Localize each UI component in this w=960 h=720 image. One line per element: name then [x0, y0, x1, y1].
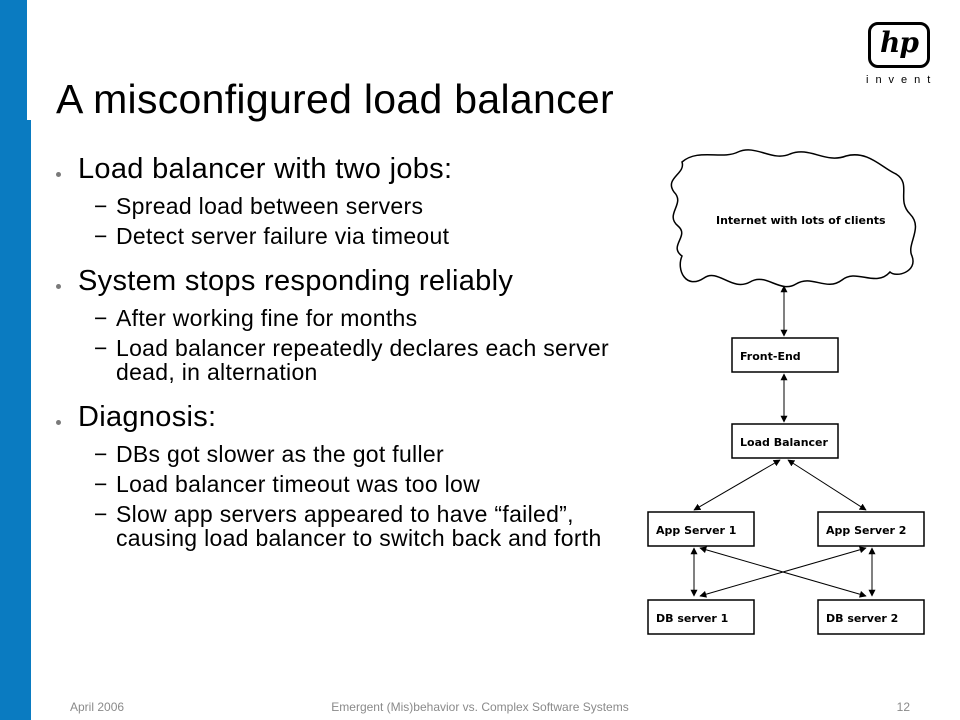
sub-bullet-text: After working fine for months	[116, 305, 418, 331]
front-end-label: Front-End	[740, 350, 801, 363]
sub-bullet: − DBs got slower as the got fuller	[78, 442, 640, 466]
dash-icon: −	[94, 305, 108, 331]
db-server-1-box	[647, 599, 755, 635]
page-number: 12	[896, 700, 910, 714]
app-server-2-box	[817, 511, 925, 547]
sub-bullet: − Spread load between servers	[78, 194, 640, 218]
cloud-label: Internet with lots of clients	[716, 214, 886, 227]
bullet-dot-icon	[56, 420, 61, 425]
bullet-text: System stops responding reliably	[78, 265, 514, 297]
bullet-dot-icon	[56, 172, 61, 177]
bullet-text: Load balancer with two jobs:	[78, 153, 453, 185]
footer-date: April 2006	[70, 700, 125, 714]
sub-bullet-text: Detect server failure via timeout	[116, 223, 450, 249]
app-server-1-label: App Server 1	[656, 524, 736, 537]
hp-logo-frame	[868, 22, 930, 68]
sub-bullet: − Load balancer repeatedly declares each…	[78, 336, 616, 384]
sub-bullet: − After working fine for months	[78, 306, 640, 330]
left-accent-notch	[27, 120, 31, 720]
front-end-box	[731, 337, 839, 373]
sub-bullet-text: Load balancer repeatedly declares each s…	[116, 335, 609, 385]
left-accent-bar	[0, 0, 27, 720]
bullet-text: Diagnosis:	[78, 401, 217, 433]
footer-title: Emergent (Mis)behavior vs. Complex Softw…	[331, 700, 629, 714]
link-app2-db1	[699, 546, 867, 598]
app-server-2-label: App Server 2	[826, 524, 906, 537]
db-server-1-label: DB server 1	[656, 612, 728, 625]
internet-cloud-shape	[670, 149, 917, 288]
hp-logo-mark: hp	[880, 26, 919, 59]
hp-logo: hp invent	[864, 22, 940, 94]
sub-bullet-text: Spread load between servers	[116, 193, 424, 219]
hp-logo-tagline: invent	[866, 74, 938, 86]
bullet-list: Load balancer with two jobs: − Spread lo…	[50, 150, 640, 550]
slide-title: A misconfigured load balancer	[56, 76, 614, 122]
link-lb-app1	[693, 459, 781, 511]
bullet-item: Diagnosis: − DBs got slower as the got f…	[50, 398, 640, 550]
load-balancer-label: Load Balancer	[740, 436, 829, 449]
sub-bullet-text: Slow app servers appeared to have “faile…	[116, 501, 602, 551]
link-lb-app2	[787, 459, 867, 511]
bullet-item: System stops responding reliably − After…	[50, 262, 640, 384]
app-server-1-box	[647, 511, 755, 547]
sub-bullet: − Load balancer timeout was too low	[78, 472, 640, 496]
sub-bullet: − Slow app servers appeared to have “fai…	[78, 502, 616, 550]
dash-icon: −	[94, 193, 108, 219]
dash-icon: −	[94, 501, 108, 527]
dash-icon: −	[94, 223, 108, 249]
bullet-item: Load balancer with two jobs: − Spread lo…	[50, 150, 640, 248]
db-server-2-label: DB server 2	[826, 612, 898, 625]
sub-bullet-text: DBs got slower as the got fuller	[116, 441, 444, 467]
db-server-2-box	[817, 599, 925, 635]
sub-bullet-text: Load balancer timeout was too low	[116, 471, 481, 497]
dash-icon: −	[94, 471, 108, 497]
dash-icon: −	[94, 441, 108, 467]
load-balancer-box	[731, 423, 839, 459]
sub-bullet: − Detect server failure via timeout	[78, 224, 640, 248]
bullet-dot-icon	[56, 284, 61, 289]
dash-icon: −	[94, 335, 108, 361]
architecture-diagram: Internet with lots of clients Front-End …	[647, 149, 925, 635]
